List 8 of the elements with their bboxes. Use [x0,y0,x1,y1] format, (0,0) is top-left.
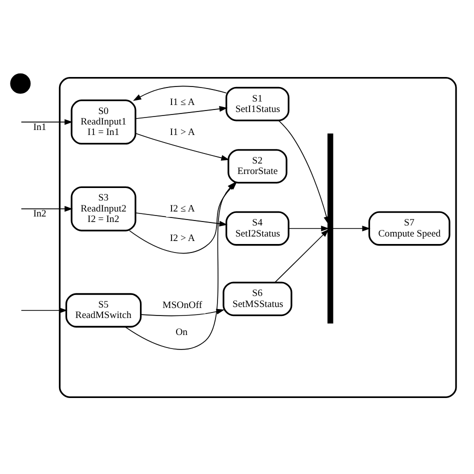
edge-label: MSOnOff [162,300,202,310]
edge-label: In2 [33,208,46,220]
edge-label: On [176,326,188,338]
edge-label: In1 [33,121,46,132]
edge-label: I2 ≤ A [170,202,195,214]
edge-label: I1 > A [170,126,196,138]
edge-label: I2 > A [170,232,196,244]
edge-label: I1 ≤ A [170,96,195,108]
